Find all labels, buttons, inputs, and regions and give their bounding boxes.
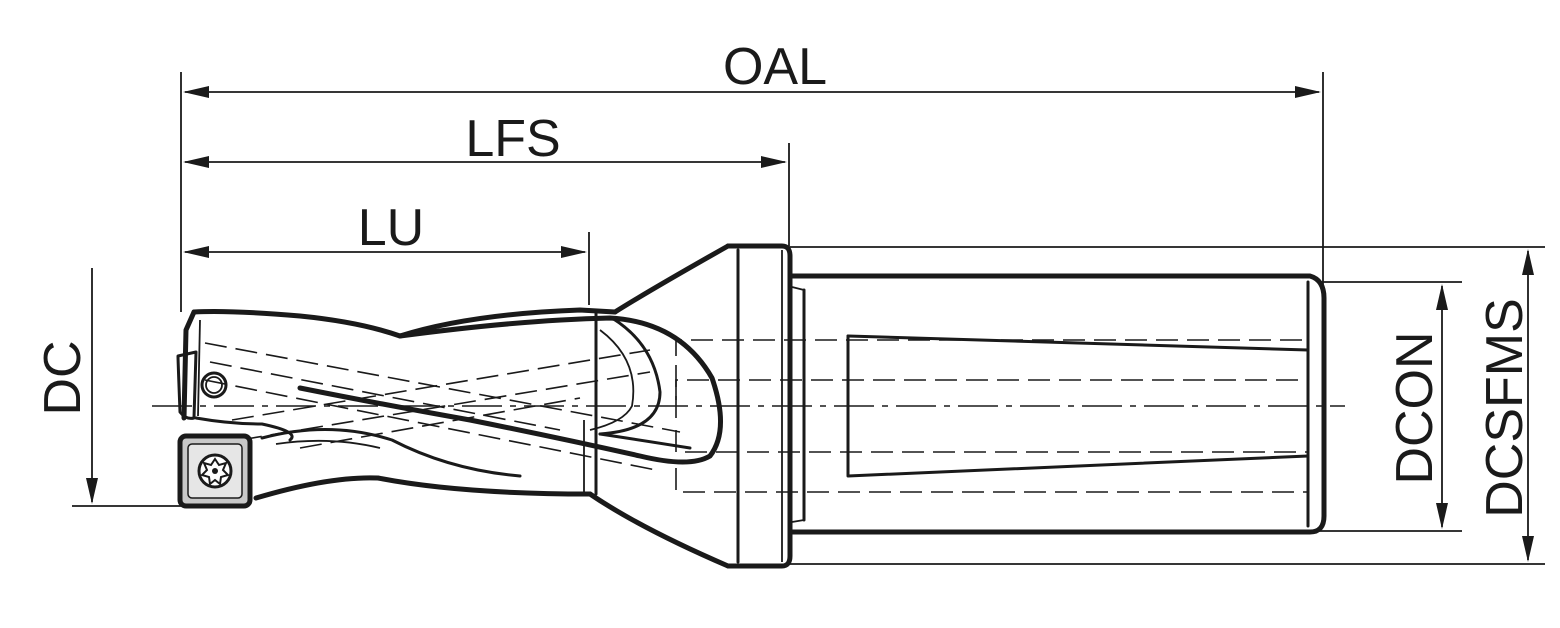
dc-label: DC — [34, 340, 92, 415]
oal-label: OAL — [723, 38, 827, 96]
torx-screw-icon — [197, 453, 233, 489]
lu-label: LU — [358, 199, 424, 257]
taper-neck — [583, 243, 731, 569]
lfs-dimension: LFS — [183, 110, 787, 168]
fluted-body — [176, 307, 723, 501]
dcon-label: DCON — [1386, 331, 1444, 484]
dc-dimension: DC — [34, 268, 98, 504]
flange — [725, 243, 793, 569]
dcsfms-dimension: DCSFMS — [1476, 249, 1534, 562]
hidden-lines — [204, 339, 1308, 493]
coolant-hole-icon — [200, 371, 228, 399]
lu-dimension: LU — [183, 199, 587, 258]
lfs-label: LFS — [465, 110, 560, 168]
dcon-dimension: DCON — [1386, 284, 1448, 529]
extension-lines — [72, 72, 1545, 565]
cutting-insert — [177, 433, 253, 509]
shank — [789, 273, 1327, 535]
oal-dimension: OAL — [183, 38, 1321, 98]
dcsfms-label: DCSFMS — [1476, 298, 1534, 518]
